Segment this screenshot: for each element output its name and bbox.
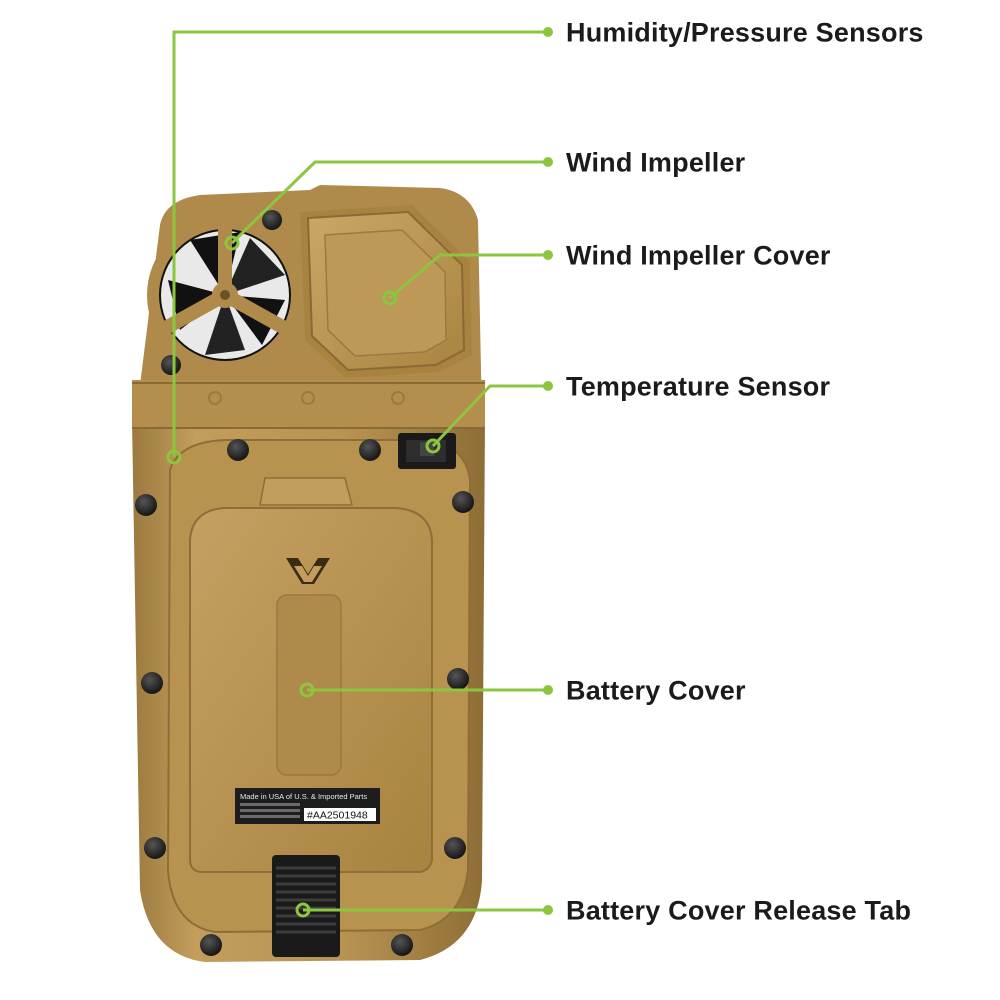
leader-temperature: [431, 384, 548, 448]
product-label: Made in USA of U.S. & Imported Parts #AA…: [235, 788, 380, 824]
leader-end-dot: [543, 250, 553, 260]
leader-end-dot: [543, 157, 553, 167]
callout-wind-impeller-cover: Wind Impeller Cover: [566, 241, 831, 272]
leader-impeller-cover: [389, 253, 548, 300]
callout-wind-impeller: Wind Impeller: [566, 148, 745, 179]
callout-battery-cover-release-tab: Battery Cover Release Tab: [566, 896, 911, 927]
leader-end-dot: [543, 27, 553, 37]
callout-label-text: Wind Impeller: [566, 147, 746, 178]
target-ring: [382, 290, 398, 306]
temperature-sensor: [398, 433, 456, 469]
callout-battery-cover: Battery Cover: [566, 676, 746, 707]
callout-label-text: Humidity/Pressure Sensors: [566, 17, 924, 48]
target-ring: [425, 438, 441, 454]
product-serial: #AA2501948: [307, 810, 368, 822]
screws: [135, 210, 474, 956]
target-ring: [166, 449, 182, 465]
target-ring: [224, 235, 240, 251]
callout-lines: [172, 30, 548, 912]
leader-end-dot: [543, 685, 553, 695]
target-ring: [295, 902, 311, 918]
callout-label-text: Temperature Sensor: [566, 371, 831, 402]
callout-dots: [166, 27, 553, 918]
leader-humidity: [172, 30, 548, 457]
vortex-logo: [286, 558, 330, 584]
target-ring: [299, 682, 315, 698]
callout-humidity-pressure-sensors: Humidity/Pressure Sensors: [566, 18, 924, 49]
product-label-line1: Made in USA of U.S. & Imported Parts: [240, 792, 367, 801]
callout-label-text: Battery Cover Release Tab: [566, 895, 912, 926]
callout-label-text: Battery Cover: [566, 675, 746, 706]
leader-end-dot: [543, 381, 553, 391]
callout-label-text: Wind Impeller Cover: [566, 240, 831, 271]
wind-impeller-cover: [300, 205, 472, 378]
leader-end-dot: [543, 905, 553, 915]
callout-temperature-sensor: Temperature Sensor: [566, 372, 830, 403]
leader-impeller: [230, 160, 548, 245]
